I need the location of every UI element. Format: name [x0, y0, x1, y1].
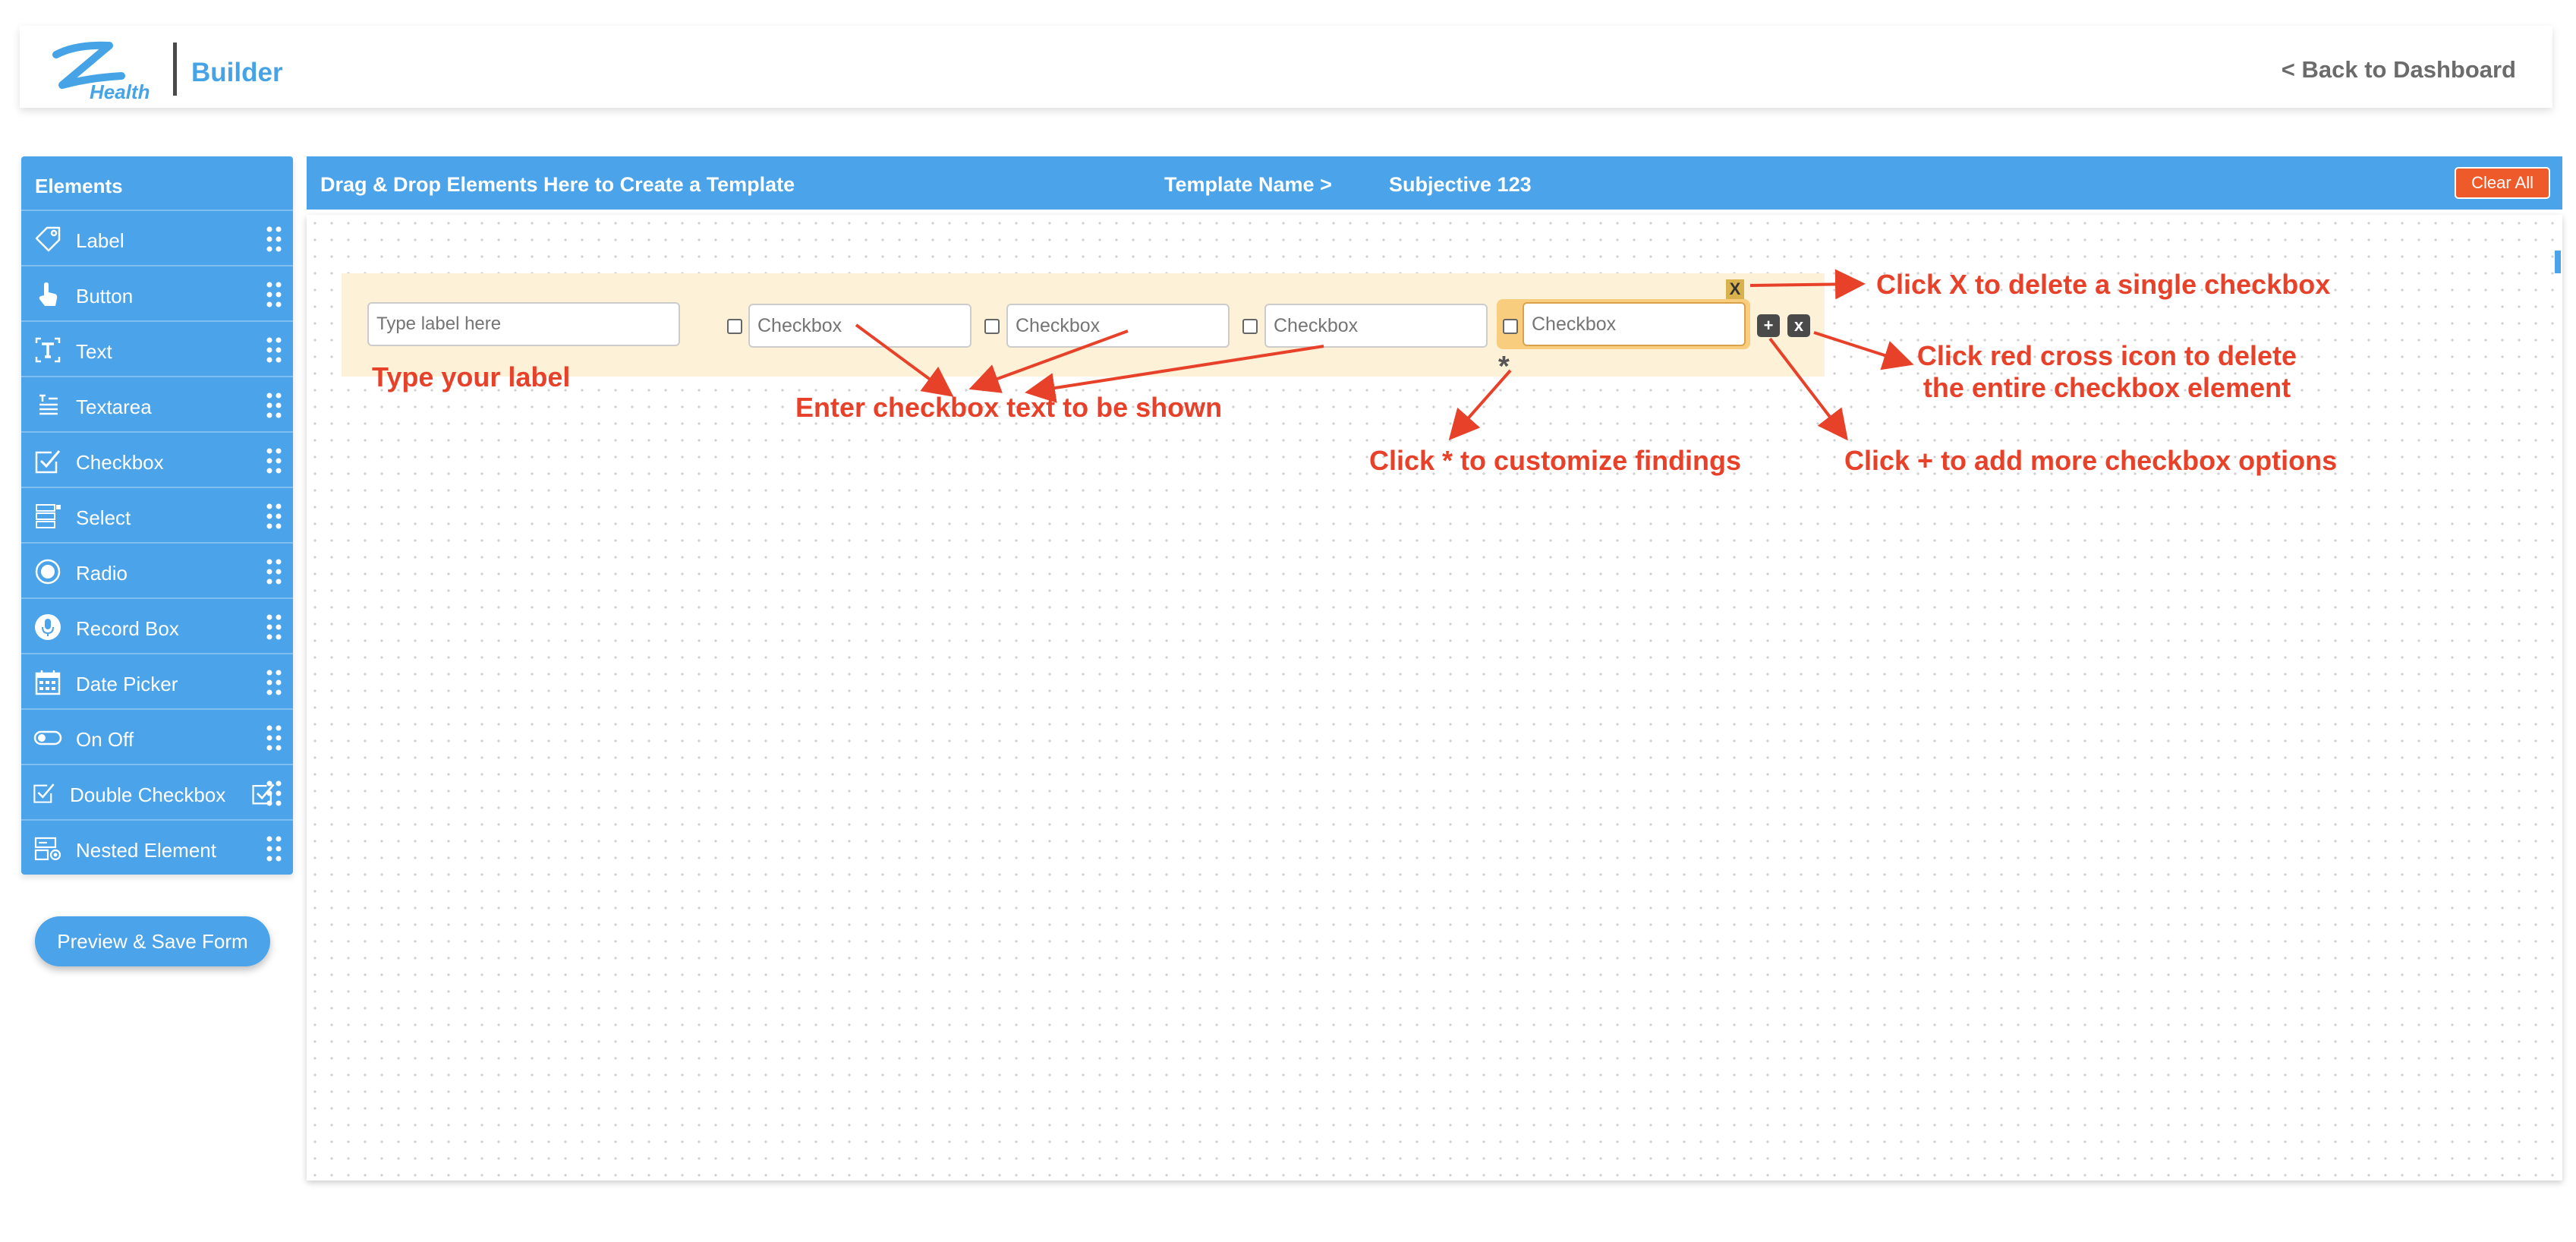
- select-list-icon: [36, 504, 61, 528]
- logo-divider: [173, 43, 177, 96]
- sidebar-item-nested-element[interactable]: Nested Element: [21, 819, 293, 875]
- drag-handle-icon[interactable]: [266, 780, 282, 807]
- sidebar-item-on-off-text: On Off: [76, 728, 134, 751]
- sidebar-item-record-box[interactable]: Record Box: [21, 597, 293, 653]
- checkbox-option-4-active: [1497, 299, 1750, 349]
- checkbox-icon: [252, 783, 275, 805]
- delete-element-button[interactable]: x: [1787, 314, 1810, 337]
- sidebar-title: Elements: [21, 156, 293, 210]
- sidebar-item-double-checkbox[interactable]: Double Checkbox: [21, 764, 293, 819]
- sidebar-item-text[interactable]: Text: [21, 320, 293, 376]
- sidebar-item-select-text: Select: [76, 506, 131, 529]
- sidebar-item-date-picker-text: Date Picker: [76, 673, 178, 695]
- sidebar-item-date-picker[interactable]: Date Picker: [21, 653, 293, 708]
- canvas-scrollbar[interactable]: [2555, 251, 2561, 273]
- pointer-hand-icon: [39, 282, 58, 306]
- sidebar-item-checkbox[interactable]: Checkbox: [21, 431, 293, 487]
- drag-handle-icon[interactable]: [266, 392, 282, 419]
- sidebar-item-button[interactable]: Button: [21, 265, 293, 320]
- logo-text: Health: [90, 80, 150, 102]
- sidebar-item-label[interactable]: Label: [21, 210, 293, 265]
- annotation-customize: Click * to customize findings: [1369, 445, 1742, 476]
- delete-single-checkbox-button[interactable]: X: [1726, 279, 1744, 299]
- radio-icon: [35, 559, 61, 585]
- add-checkbox-option-button[interactable]: +: [1757, 314, 1780, 337]
- sidebar-item-textarea[interactable]: Textarea: [21, 376, 293, 431]
- app-name: Builder: [191, 58, 283, 87]
- drag-handle-icon[interactable]: [266, 558, 282, 585]
- zhealth-logo: Health: [52, 41, 150, 102]
- annotation-add-more: Click + to add more checkbox options: [1844, 445, 2338, 476]
- sidebar-item-radio[interactable]: Radio: [21, 542, 293, 597]
- nested-element-icon: [34, 837, 61, 861]
- checkbox-icon: [33, 783, 55, 803]
- checkbox-option-1-input[interactable]: [748, 304, 972, 348]
- checkbox-option-2-box[interactable]: [984, 319, 1000, 334]
- sidebar-item-button-text: Button: [76, 285, 134, 307]
- sidebar-item-on-off[interactable]: On Off: [21, 708, 293, 764]
- sidebar-item-record-box-text: Record Box: [76, 617, 179, 640]
- sidebar-item-text-text: Text: [76, 340, 112, 363]
- customize-findings-button[interactable]: *: [1498, 351, 1510, 383]
- canvas-header: Drag & Drop Elements Here to Create a Te…: [307, 156, 2562, 210]
- annotation-enter-text: Enter checkbox text to be shown: [795, 392, 1223, 423]
- top-header: Health Builder < Back to Dashboard: [20, 26, 2552, 108]
- annotation-delete-entire-line1: Click red cross icon to delete: [1916, 340, 2297, 371]
- annotation-delete-single: Click X to delete a single checkbox: [1876, 269, 2331, 300]
- drop-zone-text: Drag & Drop Elements Here to Create a Te…: [320, 173, 795, 196]
- drag-handle-icon[interactable]: [266, 613, 282, 641]
- calendar-icon: [35, 670, 61, 695]
- drag-handle-icon[interactable]: [266, 835, 282, 862]
- elements-sidebar: Elements Label Button Text Textarea Chec…: [21, 156, 293, 875]
- sidebar-item-checkbox-text: Checkbox: [76, 451, 164, 474]
- drag-handle-icon[interactable]: [266, 447, 282, 474]
- microphone-icon: [35, 614, 61, 640]
- drag-handle-icon[interactable]: [266, 724, 282, 752]
- checkbox-option-3-box[interactable]: [1242, 319, 1258, 334]
- template-name-value[interactable]: Subjective 123: [1389, 173, 1532, 196]
- drag-handle-icon[interactable]: [266, 336, 282, 364]
- drag-handle-icon[interactable]: [266, 281, 282, 308]
- checkbox-option-3-input[interactable]: [1264, 304, 1488, 348]
- sidebar-item-radio-text: Radio: [76, 562, 128, 585]
- checkbox-option-1-box[interactable]: [727, 319, 742, 334]
- checkbox-option-2-input[interactable]: [1006, 304, 1230, 348]
- clear-all-button[interactable]: Clear All: [2455, 167, 2550, 199]
- sidebar-item-double-checkbox-text: Double Checkbox: [70, 783, 226, 806]
- element-label-input[interactable]: [367, 302, 680, 346]
- sidebar-item-select[interactable]: Select: [21, 487, 293, 542]
- textarea-icon: [39, 394, 58, 415]
- drag-handle-icon[interactable]: [266, 225, 282, 253]
- drag-handle-icon[interactable]: [266, 503, 282, 530]
- text-icon: [35, 337, 61, 363]
- checkbox-option-4-input[interactable]: [1523, 302, 1746, 346]
- annotation-type-label: Type your label: [372, 361, 571, 392]
- drag-handle-icon[interactable]: [266, 669, 282, 696]
- toggle-icon: [33, 730, 62, 746]
- template-name-label: Template Name >: [1164, 173, 1332, 196]
- sidebar-item-label-text: Label: [76, 229, 124, 252]
- checkbox-icon: [35, 450, 61, 474]
- back-to-dashboard-link[interactable]: < Back to Dashboard: [2281, 56, 2516, 83]
- checkbox-option-4-box[interactable]: [1503, 319, 1518, 334]
- sidebar-item-textarea-text: Textarea: [76, 396, 152, 418]
- sidebar-item-nested-element-text: Nested Element: [76, 839, 216, 862]
- annotation-delete-entire-line2: the entire checkbox element: [1923, 372, 2291, 404]
- tag-icon: [35, 226, 61, 252]
- preview-save-form-button[interactable]: Preview & Save Form: [35, 916, 270, 966]
- annotation-delete-entire: Click red cross icon to delete the entir…: [1902, 340, 2312, 405]
